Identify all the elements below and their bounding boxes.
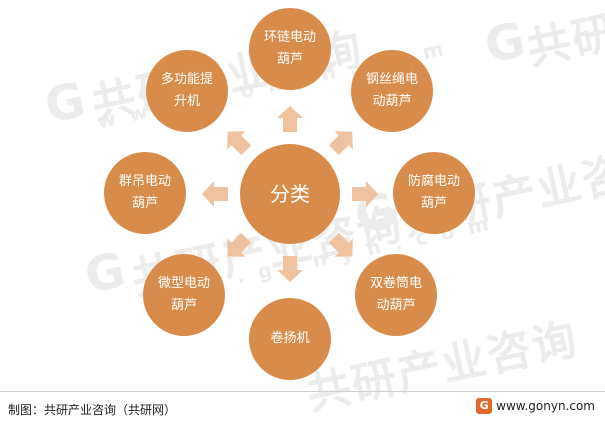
arrow-bottom-left [227,232,252,257]
node-label-line2: 动葫芦 [376,298,416,313]
arrow-top-left [227,131,252,156]
node-right: 防腐电动 葫芦 [393,152,475,234]
source-credit: 制图：共研产业咨询（共研网） [8,403,177,417]
center-label: 分类 [270,182,310,206]
brand-logo-icon: G [476,398,493,414]
brand-url: www.gonyn.com [496,399,595,413]
node-top-left: 多功能提 升机 [146,50,228,132]
arrow-bottom [277,256,303,282]
node-top-right: 钢丝绳电 动葫芦 [351,50,433,132]
center-node: 分类 [240,144,340,244]
node-label-line1: 卷扬机 [270,331,310,346]
node-label-line2: 葫芦 [131,196,158,211]
arrow-top [277,106,303,132]
node-label-line2: 葫芦 [276,52,303,67]
arrow-bottom-right [328,232,353,257]
node-label-line1: 双卷筒电 [369,276,422,291]
brand-mark: G www.gonyn.com [476,398,595,414]
node-bottom-right: 双卷筒电 动葫芦 [355,254,437,336]
node-label-line1: 多功能提 [160,72,213,87]
node-label-line1: 微型电动 [157,276,210,291]
node-label-line2: 动葫芦 [372,94,412,109]
arrow-top-right [328,131,353,156]
node-label-line2: 葫芦 [170,298,197,313]
footer-divider [0,391,605,392]
node-label-line1: 群吊电动 [118,174,171,189]
node-label-line2: 升机 [173,94,200,109]
node-bottom-left: 微型电动 葫芦 [143,254,225,336]
node-left: 群吊电动 葫芦 [104,152,186,234]
arrow-right [352,181,378,207]
node-label-line1: 防腐电动 [407,174,460,189]
node-label-line1: 钢丝绳电 [365,72,418,87]
node-label-line1: 环链电动 [263,30,316,45]
node-bottom: 卷扬机 [249,298,331,380]
arrow-left [202,181,228,207]
node-top: 环链电动 葫芦 [249,8,331,90]
node-label-line2: 葫芦 [420,196,447,211]
